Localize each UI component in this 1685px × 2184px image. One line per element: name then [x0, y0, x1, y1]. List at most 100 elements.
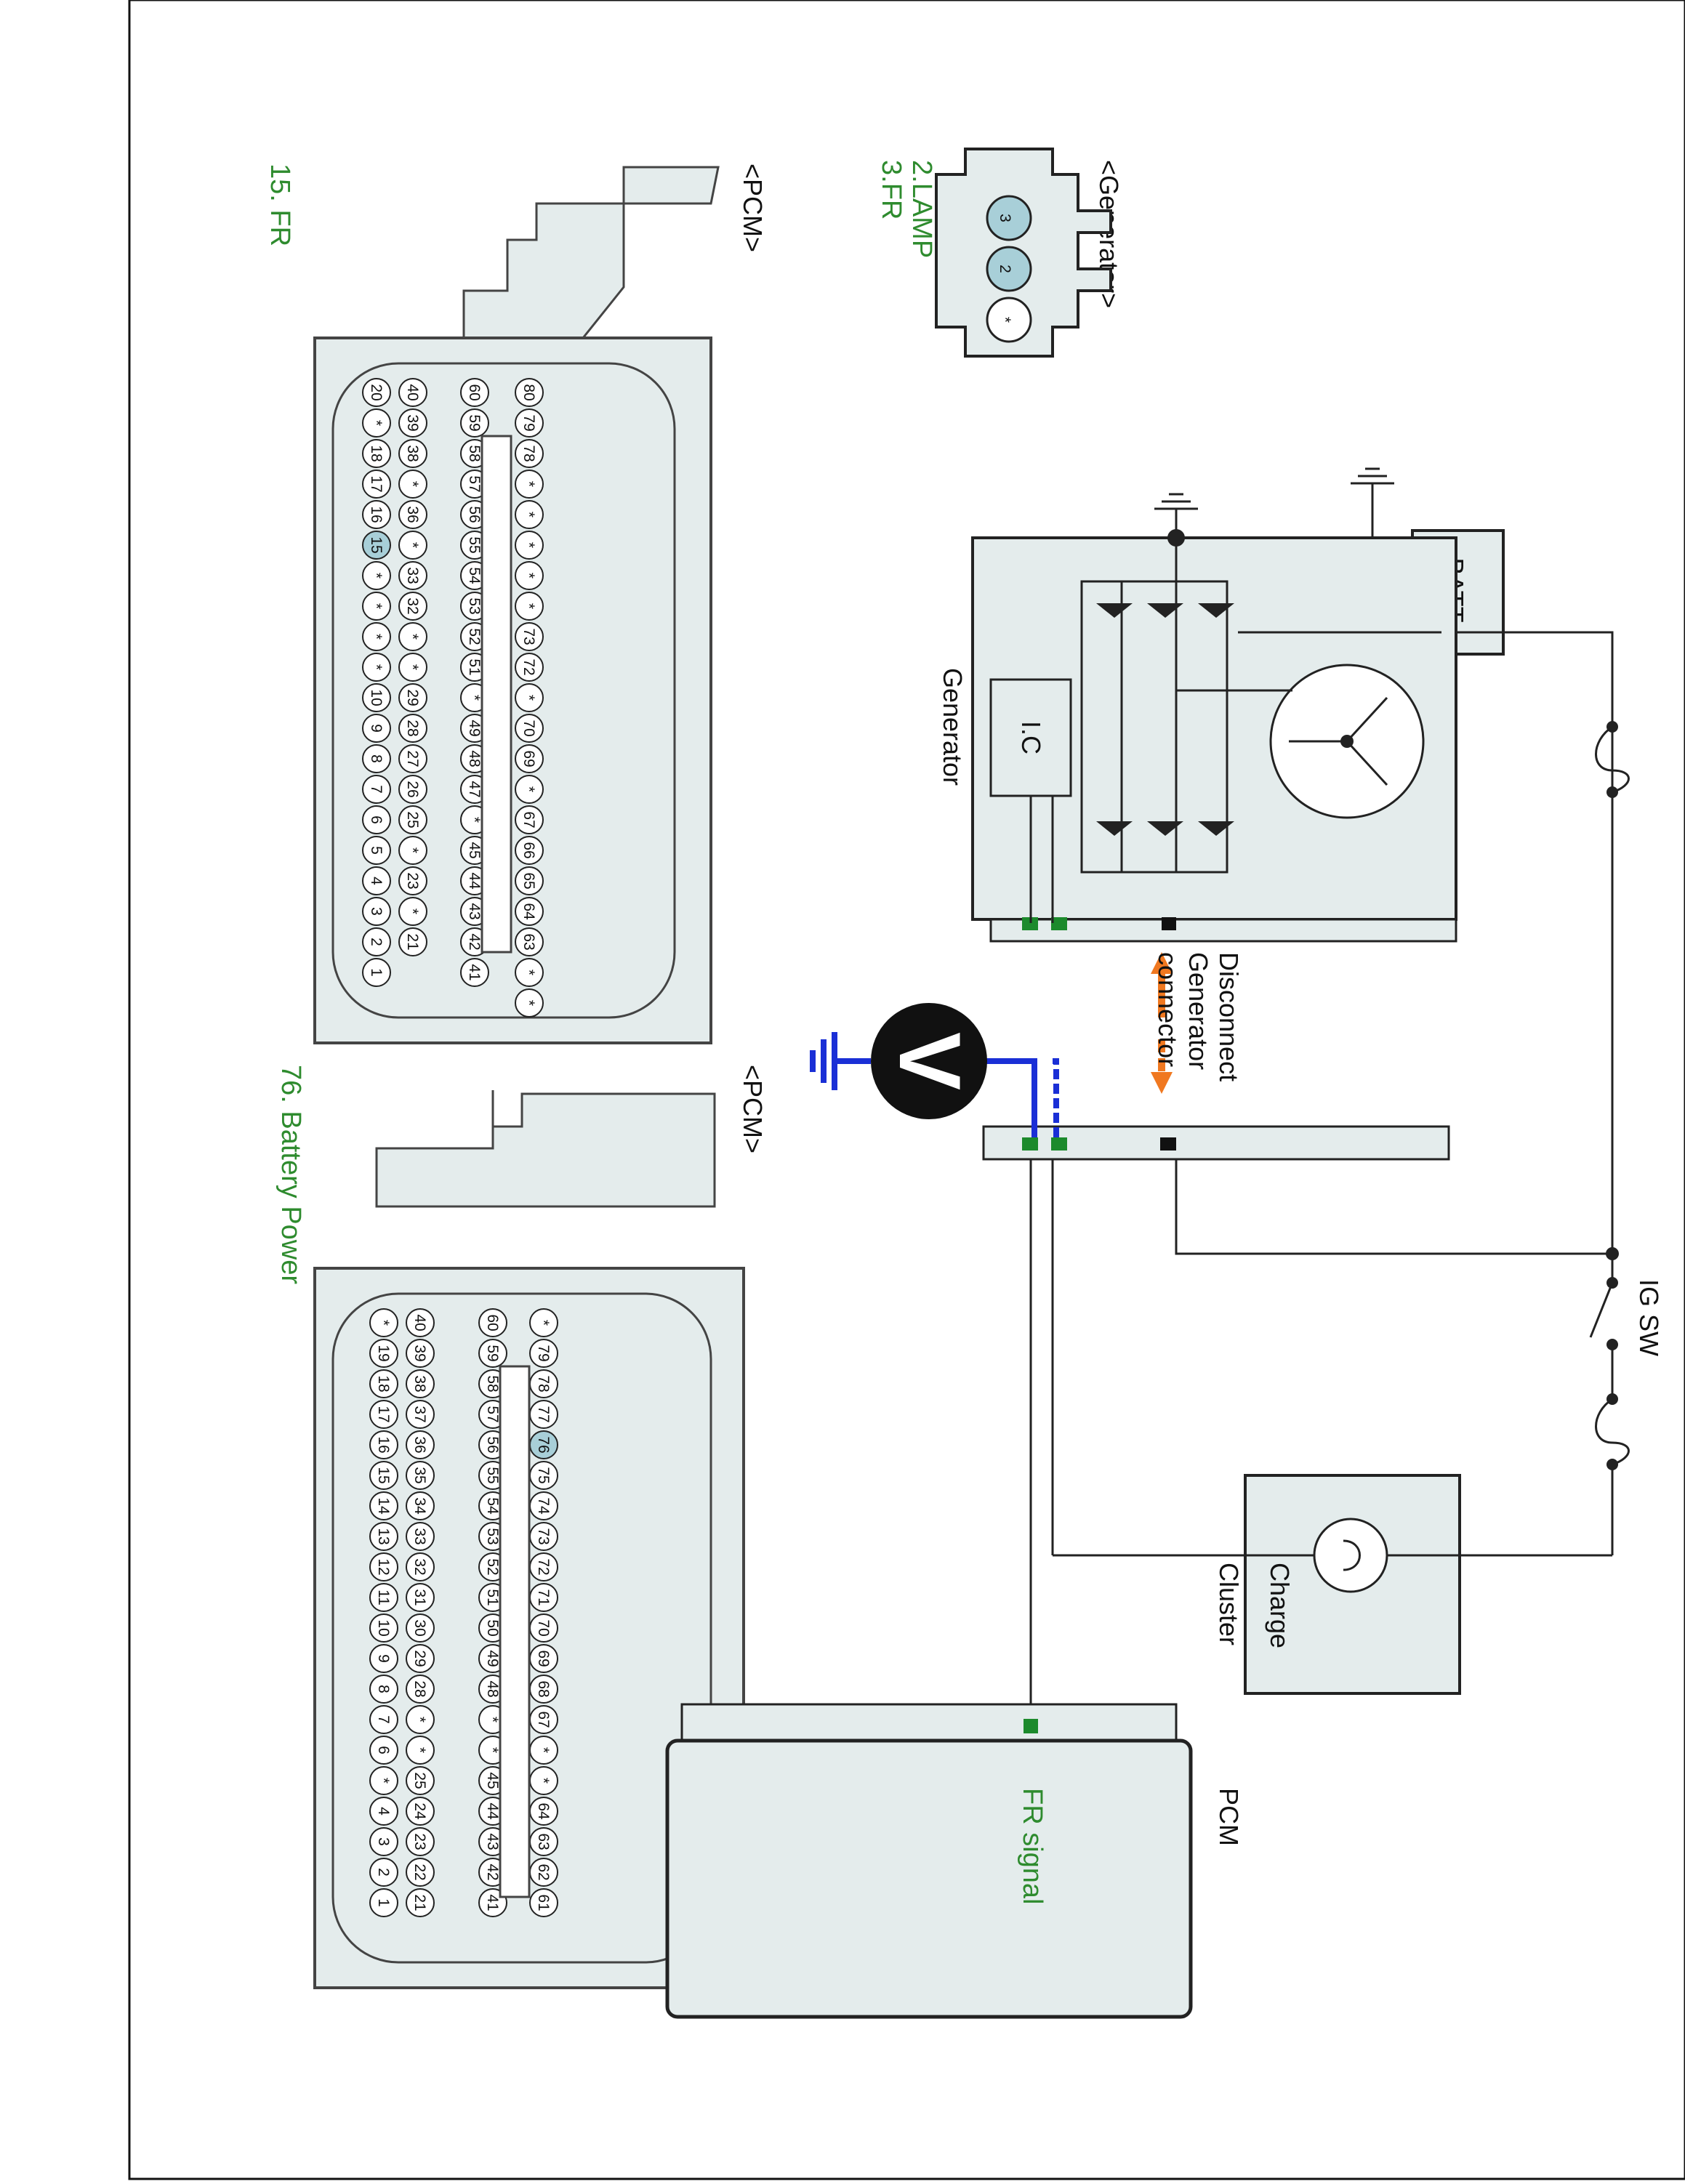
pin-circle: [398, 561, 427, 590]
pin-circle: [362, 805, 391, 834]
pin-label: 43: [484, 1833, 501, 1850]
pin-circle: [478, 1308, 507, 1337]
pin-label: 4: [368, 877, 385, 885]
pin-circle: [369, 1369, 398, 1398]
pin-label: 48: [484, 1680, 501, 1697]
pin-circle: [369, 1827, 398, 1856]
pin-circle: [406, 1827, 435, 1856]
pin-label: *: [411, 1717, 428, 1722]
pin-circle: [362, 531, 391, 560]
pcm-connector-a: <PCM> 15. FR 20*18171615****109876543214…: [265, 164, 768, 1044]
pin-circle: [529, 1308, 558, 1337]
pin-label: 59: [484, 1345, 501, 1361]
pin-label: 41: [466, 964, 483, 980]
generator: Generator: [938, 493, 1457, 943]
pin-label: 67: [535, 1711, 552, 1728]
rotated-diagram: <Generator> 3 2 * 2.LAMP 3.FR <PCM> 15. …: [265, 148, 1664, 2019]
pin-circle: [369, 1583, 398, 1612]
pin-label: 60: [466, 384, 483, 400]
pin-circle: [406, 1339, 435, 1368]
pin-label: 40: [404, 384, 421, 400]
pin-circle: [369, 1675, 398, 1704]
voltmeter-body: [871, 1003, 987, 1119]
pin-circle: [515, 439, 544, 468]
pin-label: *: [368, 634, 385, 640]
pin-label: 37: [411, 1406, 428, 1422]
pin-label: *: [535, 1778, 552, 1784]
pin-label: *: [404, 847, 421, 853]
battery-positive-wire: [1431, 631, 1614, 796]
pin-circle: [460, 408, 489, 438]
pin-label: 34: [411, 1497, 428, 1515]
pin-label: 50: [484, 1619, 501, 1636]
ig-switch: [1589, 1282, 1614, 1338]
pin-label: 47: [466, 781, 483, 797]
pin-circle: [362, 653, 391, 682]
pin-label: *: [375, 1320, 392, 1326]
pin-label: 8: [375, 1685, 392, 1693]
pcm-module: PCM FR signal: [665, 1703, 1244, 2019]
pin-circle: [362, 470, 391, 499]
main-fuse: [1595, 725, 1630, 794]
pcm-b-key-slot: [499, 1365, 531, 1898]
pin-circle: [362, 897, 391, 926]
pin-circle: [406, 1308, 435, 1337]
pin-label: 36: [411, 1436, 428, 1453]
pin-circle: [362, 561, 391, 590]
pin-label: *: [520, 603, 537, 609]
pin-label: 70: [535, 1619, 552, 1636]
pin-label: *: [535, 1747, 552, 1753]
generator-label: Generator: [938, 668, 968, 786]
pin-label: 35: [411, 1467, 428, 1483]
pin-label: 64: [535, 1802, 552, 1820]
pin-label: 79: [535, 1345, 552, 1361]
pin-label: 21: [404, 933, 421, 950]
pin-label: 51: [484, 1589, 501, 1605]
pin-circle: [515, 500, 544, 529]
page-frame: [128, 0, 1685, 2180]
pcm-label: PCM: [1214, 1788, 1244, 1846]
pin-circle: [398, 897, 427, 926]
pin-label: 55: [484, 1467, 501, 1483]
pin-circle: [406, 1858, 435, 1887]
pin-label: 17: [368, 475, 385, 492]
pcm-connector-rail: [680, 1703, 1178, 1742]
pin-label: 9: [368, 724, 385, 733]
pin-label: 17: [375, 1406, 392, 1422]
pin-label: 13: [375, 1528, 392, 1544]
pin-circle: [406, 1675, 435, 1704]
pin-label: 3: [368, 907, 385, 916]
pin-label: 3: [375, 1837, 392, 1846]
pin-circle: [460, 958, 489, 987]
pin-circle: [362, 622, 391, 651]
pin-circle: [398, 439, 427, 468]
gen-pin-star: [986, 297, 1032, 343]
pin-circle: [515, 653, 544, 682]
fr-signal-label: FR signal: [1017, 1788, 1047, 1905]
gen-pin-2: [986, 246, 1032, 292]
pin-circle: [362, 592, 391, 621]
pin-label: 67: [520, 811, 537, 828]
pin-circle: [369, 1766, 398, 1795]
pin-label: 71: [535, 1589, 552, 1605]
pin-circle: [398, 714, 427, 743]
pin-circle: [398, 744, 427, 773]
pin-circle: [362, 500, 391, 529]
pin-label: 65: [520, 872, 537, 889]
pin-label: 69: [520, 750, 537, 767]
ig-fuse: [1595, 1398, 1630, 1466]
pcm-a-pin-label: 15. FR: [265, 164, 295, 246]
pin-label: 23: [404, 872, 421, 889]
pcm-a-latch: [462, 166, 720, 379]
voltmeter: V: [810, 1003, 1059, 1137]
pin-label: 78: [535, 1375, 552, 1392]
pin-label: 72: [535, 1558, 552, 1575]
pin-label: 58: [466, 445, 483, 462]
pin-label: 32: [411, 1558, 428, 1575]
pin-circle: [515, 561, 544, 590]
pin-circle: [369, 1858, 398, 1887]
pin-circle: [398, 622, 427, 651]
pin-circle: [406, 1552, 435, 1581]
pin-label: *: [404, 664, 421, 670]
pin-circle: [406, 1369, 435, 1398]
